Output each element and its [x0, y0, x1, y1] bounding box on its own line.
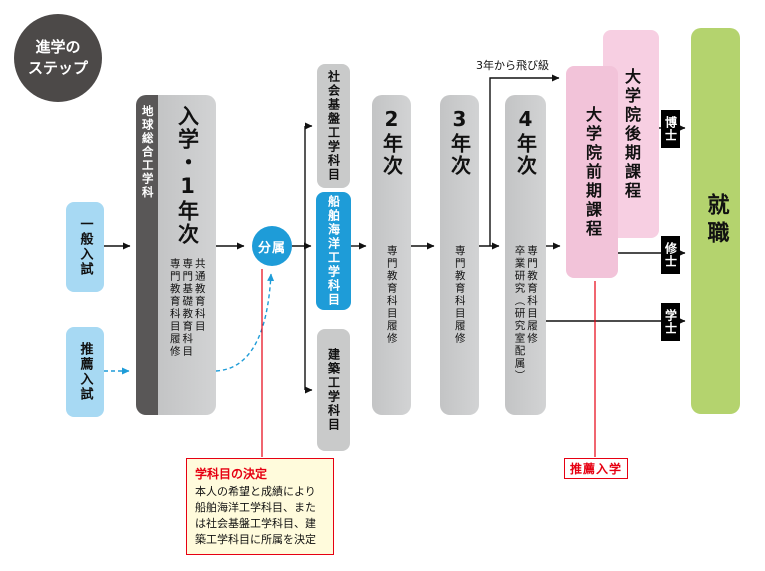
course-decision-note: 学科目の決定 本人の希望と成績により船舶海洋工学科目、または社会基盤工学科目、建… [186, 458, 334, 555]
department-bar: 地球総合工学科 [136, 95, 158, 415]
assignment-circle: 分属 [252, 226, 292, 266]
year3-subjects: 専門教育科目履修 [452, 245, 467, 345]
bachelor-degree-tag: 学士 [661, 303, 680, 341]
civil-course-box: 社会基盤工学科目 [317, 64, 350, 188]
year4-subjects: 専門教育科目履修 卒業研究（研究室配属） [512, 245, 539, 383]
year3-box: 3年次 専門教育科目履修 [440, 95, 479, 415]
year2-box: 2年次 専門教育科目履修 [372, 95, 411, 415]
subject-line: 専門教育科目履修 [526, 245, 538, 345]
decision-note-title: 学科目の決定 [195, 467, 268, 481]
skip-grade-label: 3年から飛び級 [476, 59, 549, 72]
general-exam-box: 一般入試 [66, 202, 104, 292]
year1-title: 入学・1年次 [175, 105, 200, 246]
doctor-degree-tag: 博士 [661, 110, 680, 148]
architecture-course-box: 建築工学科目 [317, 329, 350, 451]
recommend-admission-tag: 推薦入学 [564, 458, 628, 479]
employment-label: 就職 [703, 193, 729, 249]
year1-body: 入学・1年次 共通教育科目 専門基礎教育科目 専門教育科目履修 [158, 95, 216, 415]
grad-latter-label: 大学院後期課程 [622, 67, 641, 201]
badge-line1: 進学の [35, 38, 81, 56]
year3-title: 3年次 [447, 107, 472, 177]
subject-line: 卒業研究（研究室配属） [513, 245, 526, 383]
subject-line: 専門教育科目履修 [453, 245, 466, 345]
year4-title: 4年次 [513, 107, 538, 177]
department-bar-label: 地球総合工学科 [140, 105, 155, 200]
subject-line: 専門教育科目履修 [168, 258, 181, 358]
civil-course-label: 社会基盤工学科目 [326, 70, 341, 182]
recommend-exam-box: 推薦入試 [66, 327, 104, 417]
assignment-label: 分属 [257, 240, 286, 256]
general-exam-label: 一般入試 [77, 217, 93, 277]
subject-line: 専門基礎教育科目 [181, 258, 194, 358]
year4-box: 4年次 専門教育科目履修 卒業研究（研究室配属） [505, 95, 546, 415]
grad-first-label: 大学院前期課程 [583, 105, 602, 239]
bachelor-degree-label: 学士 [663, 309, 678, 335]
decision-note-body: 本人の希望と成績により船舶海洋工学科目、または社会基盤工学科目、建築工学科目に所… [195, 485, 316, 546]
subject-line: 専門教育科目履修 [385, 245, 398, 345]
recommend-exam-label: 推薦入試 [77, 342, 93, 402]
year1-subjects: 共通教育科目 専門基礎教育科目 専門教育科目履修 [167, 258, 207, 358]
employment-box: 就職 [691, 28, 740, 414]
naval-course-label: 船舶海洋工学科目 [326, 195, 341, 307]
admission-year1-box: 地球総合工学科 入学・1年次 共通教育科目 専門基礎教育科目 専門教育科目履修 [136, 95, 216, 415]
master-degree-label: 修士 [663, 242, 678, 268]
grad-first-box: 大学院前期課程 [566, 66, 618, 278]
doctor-degree-label: 博士 [663, 116, 678, 142]
subject-line: 共通教育科目 [193, 258, 206, 333]
step-badge: 進学の ステップ [14, 14, 102, 102]
naval-course-box: 船舶海洋工学科目 [316, 192, 351, 310]
year2-subjects: 専門教育科目履修 [384, 245, 399, 345]
year2-title: 2年次 [379, 107, 404, 177]
architecture-course-label: 建築工学科目 [326, 348, 341, 432]
master-degree-tag: 修士 [661, 236, 680, 274]
badge-line2: ステップ [27, 59, 88, 77]
